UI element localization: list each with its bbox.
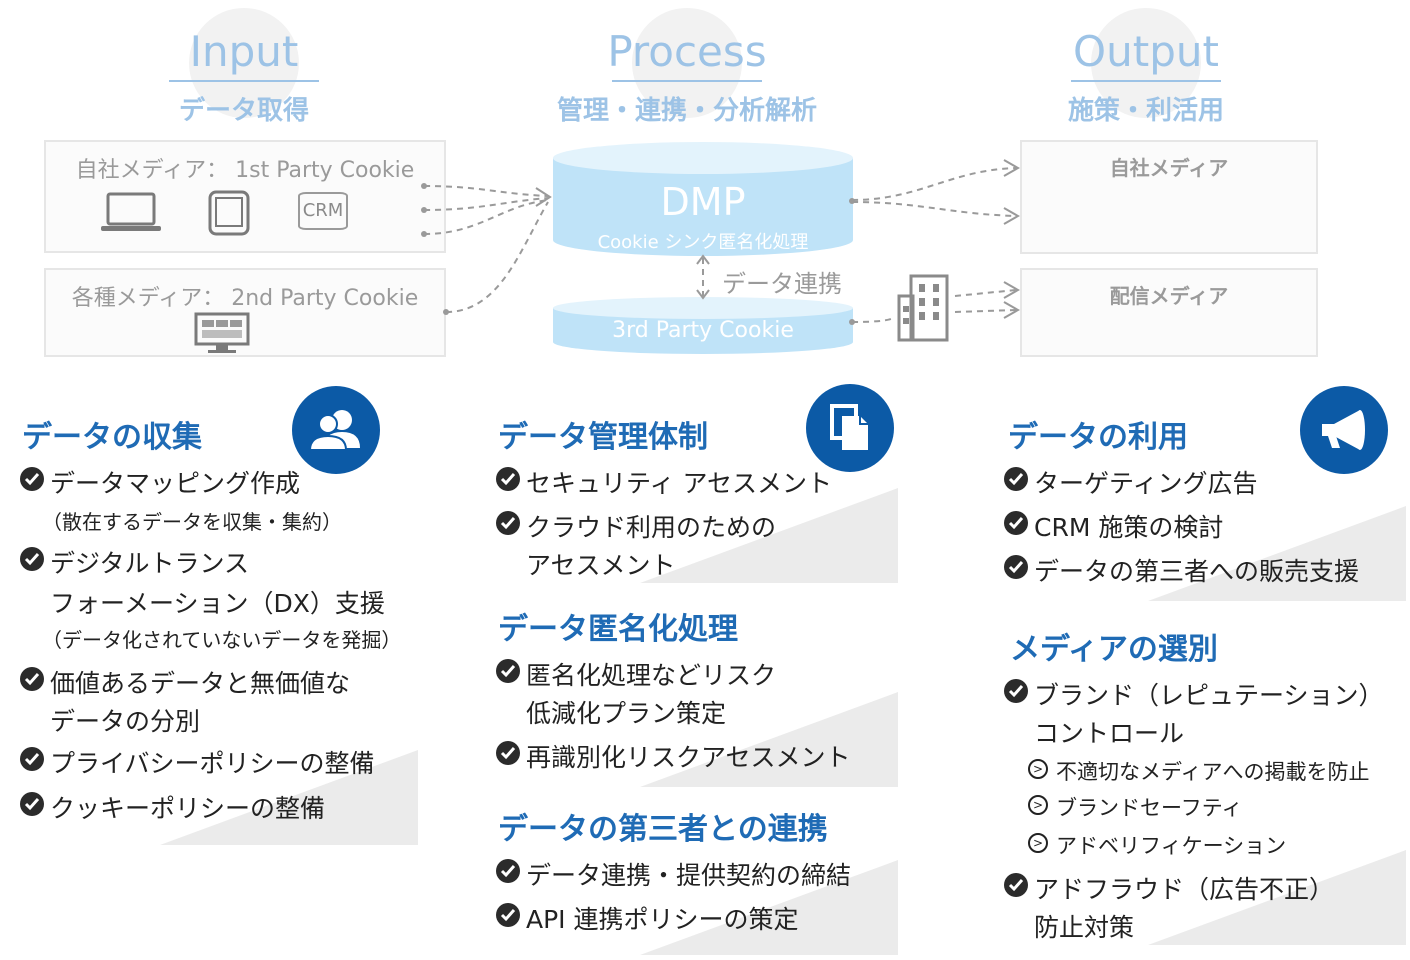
dmp-subtitle: Cookie シンク匿名化処理 — [597, 232, 809, 253]
dmp-cylinder — [553, 142, 853, 256]
third-party-cylinder — [553, 297, 853, 354]
process-title: Process — [607, 27, 767, 76]
crm-icon: CRM — [298, 192, 348, 230]
output-title: Output — [1073, 27, 1219, 76]
various-media-box: 各種メディア： 2nd Party Cookie — [44, 268, 446, 357]
monitor-icon — [194, 312, 250, 353]
chevron-right-icon: > — [1028, 833, 1048, 853]
output-subtitle: 施策・利活用 — [1067, 96, 1224, 126]
tablet-icon — [208, 190, 250, 236]
collection-title: データの収集 — [22, 420, 202, 455]
check-icon — [1004, 511, 1028, 535]
process-header: Process 管理・連携・分析解析 — [537, 0, 837, 127]
wedge-col2c — [640, 860, 898, 955]
check-icon — [496, 741, 520, 765]
own-media-label: 自社メディア： 1st Party Cookie — [75, 158, 415, 183]
output-own-media-box: 自社メディア — [1020, 140, 1318, 254]
note: （散在するデータを収集・集約） — [42, 510, 342, 534]
input-title: Input — [189, 27, 299, 76]
input-subtitle: データ取得 — [178, 96, 309, 126]
process-subtitle: 管理・連携・分析解析 — [556, 96, 817, 126]
management-title: データ管理体制 — [498, 420, 708, 455]
wedge-col2b — [640, 692, 898, 787]
check-icon — [20, 467, 44, 491]
dmp-title: DMP — [660, 180, 746, 224]
output-header: Output 施策・利活用 — [996, 0, 1296, 127]
third-party-label: 3rd Party Cookie — [612, 318, 794, 343]
check-icon — [496, 903, 520, 927]
check-icon — [1004, 679, 1028, 703]
crm-label: CRM — [302, 200, 344, 221]
users-icon — [292, 386, 380, 474]
wedge-col1 — [160, 750, 418, 845]
output-own-media-label: 自社メディア — [1109, 156, 1229, 180]
input-header: Input データ取得 — [94, 0, 394, 127]
laptop-icon — [101, 192, 161, 231]
utilization-title: データの利用 — [1008, 420, 1188, 455]
check-icon — [20, 547, 44, 571]
data-link-label: データ連携 — [722, 270, 842, 298]
flow-arrows — [421, 159, 1021, 325]
note: （データ化されていないデータを発掘） — [42, 628, 402, 652]
check-icon — [20, 667, 44, 691]
building-icon — [897, 274, 949, 342]
chevron-right-icon: > — [1028, 759, 1048, 779]
anonymization-title: データ匿名化処理 — [498, 612, 738, 647]
check-icon — [20, 792, 44, 816]
document-icon — [806, 384, 894, 472]
wedge-col3a — [1148, 506, 1406, 601]
check-icon — [1004, 467, 1028, 491]
check-icon — [496, 511, 520, 535]
wedge-col2a — [640, 488, 898, 583]
output-delivery-media-label: 配信メディア — [1109, 284, 1229, 308]
check-icon — [496, 859, 520, 883]
chevron-right-icon: > — [1028, 795, 1048, 815]
check-icon — [496, 467, 520, 491]
output-delivery-media-box: 配信メディア — [1020, 268, 1318, 357]
wedge-col3b — [1148, 850, 1406, 945]
check-icon — [20, 747, 44, 771]
check-icon — [1004, 555, 1028, 579]
various-media-label: 各種メディア： 2nd Party Cookie — [71, 286, 419, 311]
third-party-link-title: データの第三者との連携 — [498, 812, 828, 847]
media-selection-title: メディアの選別 — [1010, 632, 1218, 667]
own-media-box: 自社メディア： 1st Party Cookie CRM — [44, 140, 446, 253]
check-icon — [496, 659, 520, 683]
check-icon — [1004, 873, 1028, 897]
megaphone-icon — [1300, 386, 1388, 474]
